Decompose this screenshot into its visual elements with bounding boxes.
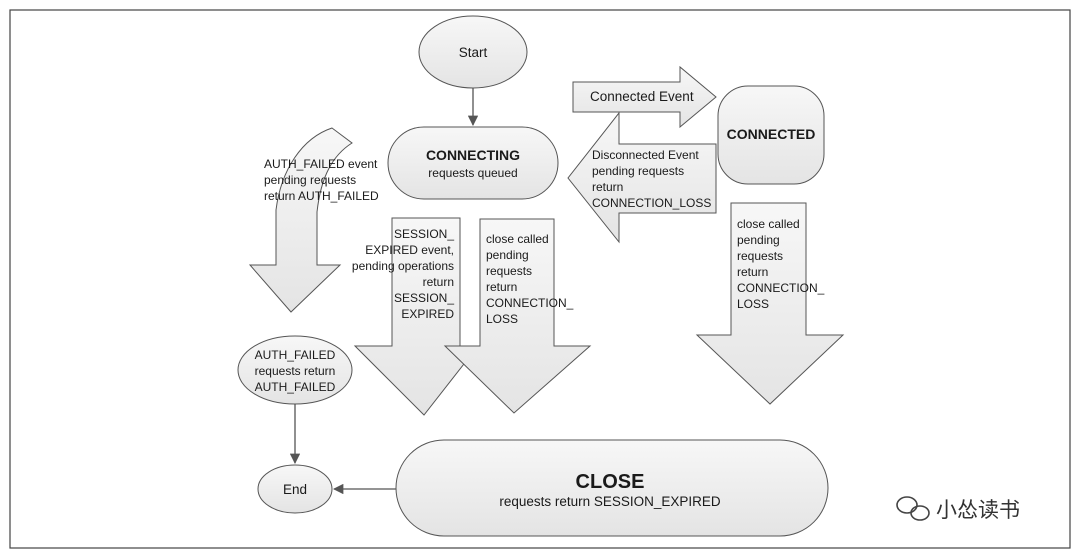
connected-event-label: Connected Event [590,89,694,104]
connecting-title: CONNECTING [426,147,520,163]
auth-failed-event-line-3: return AUTH_FAILED [264,189,379,203]
session-expired-line-4: return [423,275,454,289]
close-connecting-line-3: requests [486,264,532,278]
close-called-connecting-arrow: close called pending requests return CON… [443,218,592,414]
close-connecting-line-5: CONNECTION_ [486,296,574,310]
session-expired-line-6: EXPIRED [401,307,454,321]
close-node: CLOSE requests return SESSION_EXPIRED [395,439,829,537]
disconnected-line-3: return [592,180,623,194]
close-connecting-line-2: pending [486,248,529,262]
watermark: 小怂读书 [896,496,1020,522]
close-connected-line-4: return [737,265,768,279]
session-expired-line-1: SESSION_ [394,227,454,241]
disconnected-event-arrow: Disconnected Event pending requests retu… [567,111,717,244]
session-expired-line-5: SESSION_ [394,291,454,305]
connecting-node: CONNECTING requests queued [387,126,559,200]
close-called-connected-arrow: close called pending requests return CON… [695,202,845,405]
auth-failed-node: AUTH_FAILED requests return AUTH_FAILED [237,335,353,405]
auth-failed-line-3: AUTH_FAILED [255,380,336,394]
close-connected-line-1: close called [737,217,800,231]
disconnected-line-1: Disconnected Event [592,148,699,162]
close-connected-line-5: CONNECTION_ [737,281,825,295]
diagram-frame [9,9,1071,549]
close-connected-line-3: requests [737,249,783,263]
connected-node: CONNECTED [717,85,825,185]
session-expired-line-3: pending operations [352,259,454,273]
close-connecting-line-4: return [486,280,517,294]
wechat-icon [896,496,930,521]
disconnected-line-2: pending requests [592,164,684,178]
auth-failed-event-line-1: AUTH_FAILED event [264,157,378,171]
auth-failed-line-2: requests return [255,364,336,378]
close-connected-line-2: pending [737,233,780,247]
session-expired-line-2: EXPIRED event, [365,243,454,257]
auth-failed-event-arrow: AUTH_FAILED event pending requests retur… [248,127,379,313]
end-label: End [283,482,307,497]
auth-failed-line-1: AUTH_FAILED [255,348,336,362]
end-node: End [257,464,333,514]
connecting-subtitle: requests queued [428,166,517,180]
connected-label: CONNECTED [727,126,816,142]
close-connecting-line-1: close called [486,232,549,246]
start-label: Start [459,45,488,60]
close-title: CLOSE [576,471,645,493]
close-connecting-line-6: LOSS [486,312,518,326]
watermark-text: 小怂读书 [936,499,1020,522]
session-expired-arrow: SESSION_ EXPIRED event, pending operatio… [352,217,480,416]
start-node: Start [418,15,528,89]
disconnected-line-4: CONNECTION_LOSS [592,196,711,210]
auth-failed-event-line-2: pending requests [264,173,356,187]
close-connected-line-6: LOSS [737,297,769,311]
connected-event-arrow: Connected Event [572,65,717,129]
close-subtitle: requests return SESSION_EXPIRED [499,494,721,509]
